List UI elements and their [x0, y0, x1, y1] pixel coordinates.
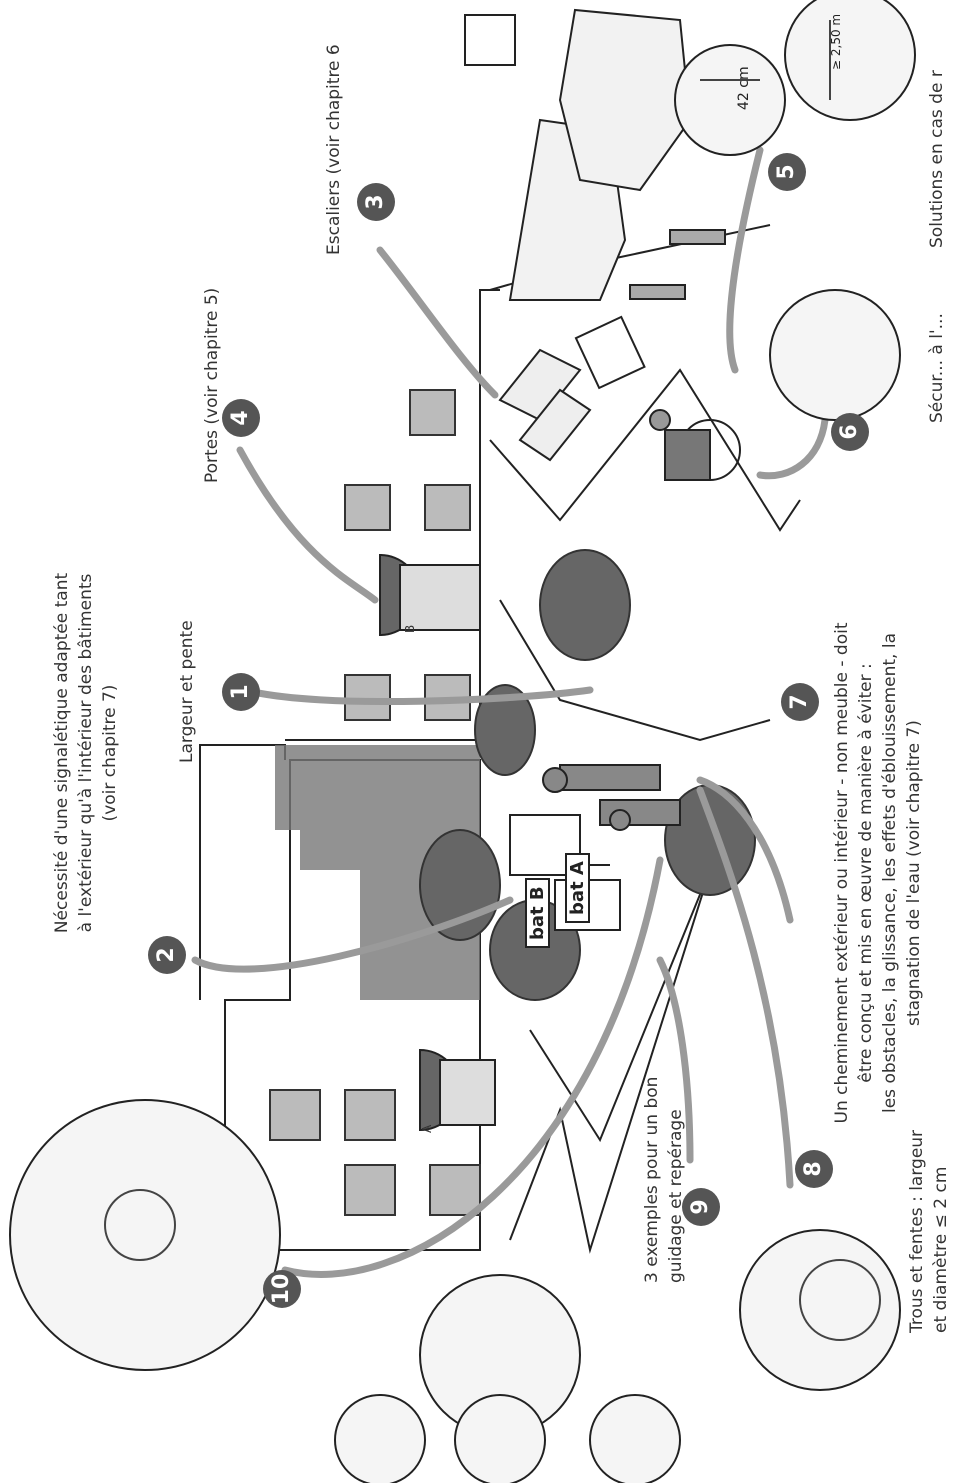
door-b-letter: B	[398, 625, 422, 633]
callout-8-text: Trous et fentes : largeur et diamètre ≤ …	[905, 1130, 953, 1333]
callout-6-text: Sécur... à l'...	[925, 313, 949, 423]
callout-6-badge: 6	[831, 413, 869, 451]
callout-5-text: Solutions en cas de r	[925, 70, 949, 248]
callout-4-badge: 4	[222, 399, 260, 437]
sign-bat-a: bat A	[565, 853, 590, 923]
callout-1-badge: 1	[222, 673, 260, 711]
callout-2-line-2: à l'extérieur qu'à l'intérieur des bâtim…	[74, 543, 98, 963]
callout-8-badge: 8	[795, 1150, 833, 1188]
callout-7-line-4: stagnation de l'eau (voir chapitre 7)	[902, 613, 926, 1133]
callout-8-line-1: Trous et fentes : largeur	[905, 1130, 929, 1333]
callout-7-line-1: Un cheminement extérieur ou intérieur - …	[830, 613, 854, 1133]
callout-7-line-2: être conçu et mis en œuvre de manière à …	[854, 613, 878, 1133]
callout-1-text: Largeur et pente	[175, 620, 199, 763]
callout-5-badge: 5	[768, 153, 806, 191]
callout-3-text: Escaliers (voir chapitre 6	[322, 44, 346, 255]
callout-2-line-3: (voir chapitre 7)	[98, 543, 122, 963]
callout-8-line-2: et diamètre ≤ 2 cm	[929, 1130, 953, 1333]
callout-10-badge: 10	[263, 1270, 301, 1308]
callout-2-text: Nécessité d'une signalétique adaptée tan…	[50, 543, 122, 963]
callout-9-line-2: guidage et repérage	[664, 1077, 688, 1283]
callout-7-line-3: les obstacles, la glissance, les effets …	[878, 613, 902, 1133]
callout-7-badge: 7	[781, 683, 819, 721]
callout-7-text: Un cheminement extérieur ou intérieur - …	[830, 613, 926, 1133]
callout-9-line-1: 3 exemples pour un bon	[640, 1077, 664, 1283]
callout-9-text: 3 exemples pour un bon guidage et repéra…	[640, 1077, 688, 1283]
callout-3-badge: 3	[357, 183, 395, 221]
sign-bat-b: bat B	[525, 878, 550, 948]
callout-2-badge: 2	[148, 936, 186, 974]
callout-4-text: Portes (voir chapitre 5)	[200, 288, 224, 483]
door-a-letter: A	[415, 1125, 439, 1133]
callout-2-line-1: Nécessité d'une signalétique adaptée tan…	[50, 543, 74, 963]
